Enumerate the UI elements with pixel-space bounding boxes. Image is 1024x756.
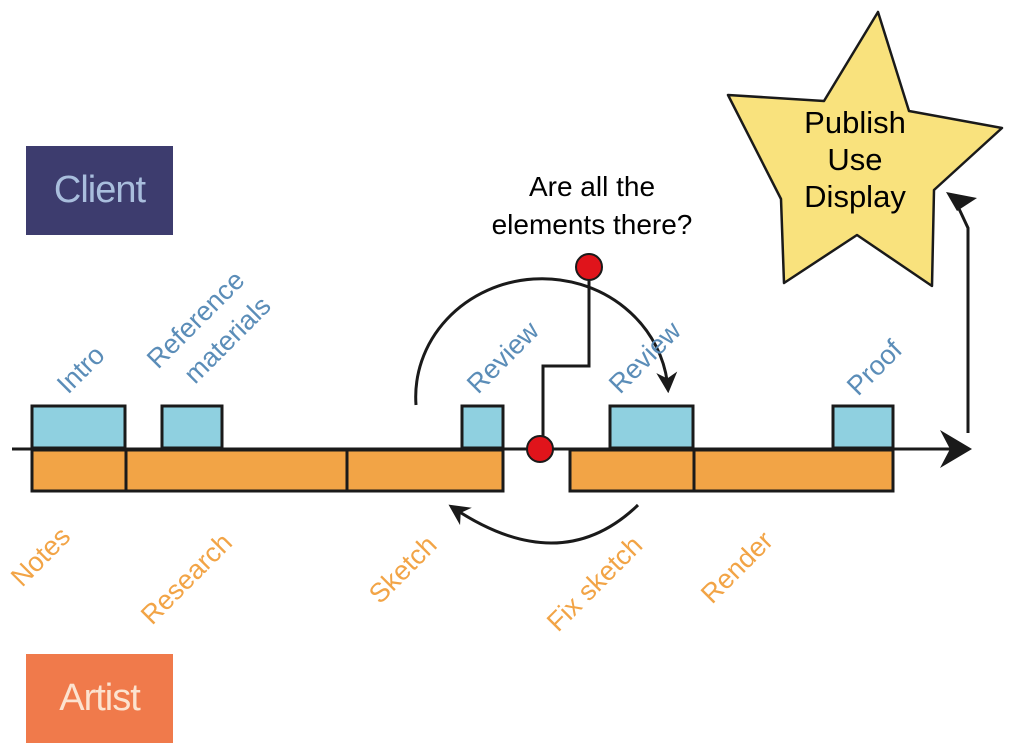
- fix-sketch-task-bar: [568, 448, 696, 493]
- client-role-label: Client: [53, 169, 146, 211]
- arrow-up-icon: [946, 192, 977, 211]
- research-label: Research: [135, 527, 238, 630]
- checkpoint-connector: [541, 268, 591, 447]
- render-task-bar: [692, 448, 895, 493]
- question-line-1: Are all the: [529, 171, 655, 202]
- sketch-label: Sketch: [363, 530, 443, 610]
- client-task-boxes: [30, 404, 895, 450]
- intro-task-bar: [30, 404, 127, 450]
- publish-arrow-line: [952, 197, 970, 433]
- publish-star: Publish Use Display: [726, 10, 1004, 288]
- arrow-right-icon: [940, 430, 972, 468]
- star-shape: [726, 10, 1004, 288]
- notes-label: Notes: [5, 521, 76, 592]
- proof-label: Proof: [841, 334, 908, 401]
- star-line-2: Use: [827, 142, 882, 177]
- star-line-3: Display: [804, 179, 906, 214]
- review-1-label: Review: [461, 315, 545, 399]
- review-1-task-bar: [460, 404, 505, 450]
- reference-task-bar: [160, 404, 224, 450]
- circle-marker-icon: [526, 435, 554, 463]
- question-checkpoint-marker: [575, 253, 603, 281]
- render-label: Render: [695, 525, 779, 609]
- notes-task-bar: [30, 448, 128, 493]
- artist-role-label: Artist: [59, 677, 141, 719]
- star-line-1: Publish: [804, 105, 906, 140]
- proof-task-bar: [831, 404, 895, 450]
- fix-sketch-label: Fix sketch: [541, 530, 648, 637]
- question-line-2: elements there?: [492, 209, 693, 240]
- sketch-task-bar: [345, 448, 505, 493]
- fix-loop-arc: [448, 503, 640, 545]
- review-loop-arc: [414, 277, 678, 406]
- artist-role-box: Artist: [26, 654, 173, 743]
- artist-task-boxes: [30, 448, 895, 493]
- intro-label: Intro: [51, 340, 110, 399]
- client-role-box: Client: [26, 146, 173, 235]
- research-task-bar: [124, 448, 349, 493]
- review-2-task-bar: [608, 404, 695, 450]
